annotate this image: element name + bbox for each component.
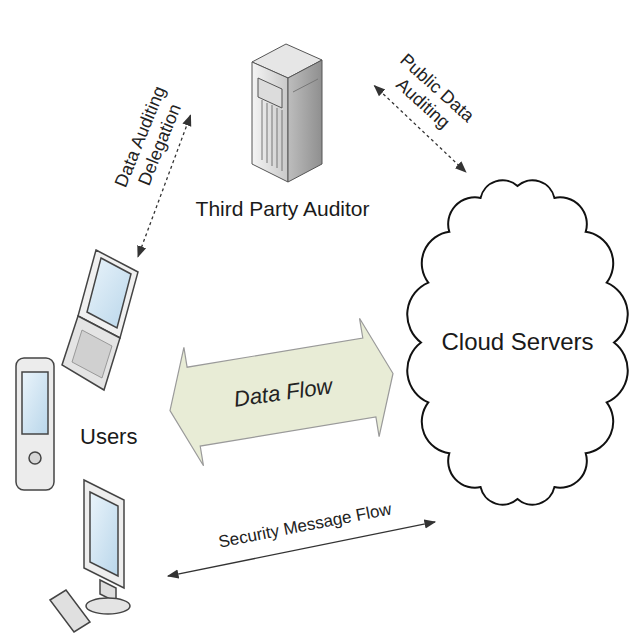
node-label: Users [80, 425, 137, 449]
laptop-icon [62, 250, 138, 390]
cloud-node: Cloud Servers [405, 170, 630, 515]
auditor-node: Third Party Auditor [191, 45, 375, 230]
node-label: Third Party Auditor [196, 197, 370, 220]
edge-label: Public Data Auditing [379, 46, 481, 144]
desktop-icon [50, 480, 130, 632]
pda-icon [16, 358, 54, 490]
data-flow-arrow [170, 318, 393, 466]
users-node: Users [8, 245, 148, 630]
edge-label: Data Auditing Delegation [109, 78, 192, 203]
server-icon [252, 44, 322, 182]
node-label: Cloud Servers [441, 329, 593, 355]
cloud-shape [407, 180, 627, 504]
